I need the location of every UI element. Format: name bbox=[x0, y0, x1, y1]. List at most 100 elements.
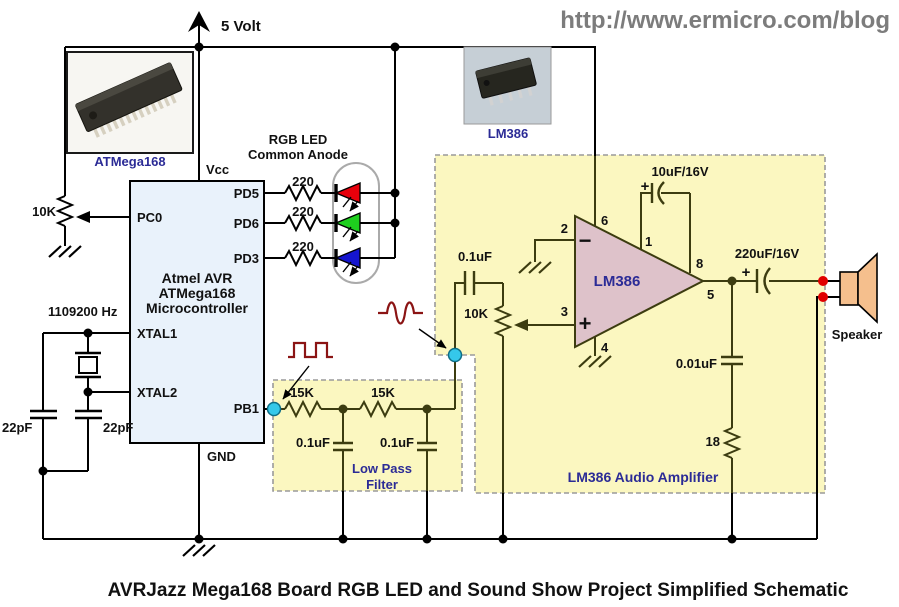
resistor-220-green bbox=[284, 213, 322, 233]
amp-photo-chip-edge bbox=[475, 57, 532, 79]
pin8-label: 8 bbox=[696, 256, 703, 271]
speaker-cone-icon bbox=[857, 252, 878, 324]
ground-icon-pot bbox=[48, 245, 82, 258]
led-red-icon bbox=[334, 181, 361, 205]
junction-dot bbox=[390, 218, 400, 228]
amp-photo-caption: LM386 bbox=[488, 126, 528, 141]
amp-box-label: LM386 Audio Amplifier bbox=[568, 469, 719, 485]
mcu-photo-pins bbox=[93, 94, 177, 138]
mcu-photo bbox=[66, 51, 194, 154]
pin-label-xtal2: XTAL2 bbox=[137, 385, 177, 400]
junction-dot bbox=[727, 534, 737, 544]
pin-label-pd5: PD5 bbox=[234, 186, 259, 201]
junction-dot bbox=[338, 404, 348, 414]
box-to-rail-wires bbox=[342, 491, 733, 539]
led-blue-emission-arrows bbox=[343, 261, 358, 276]
mcu-title-line2: ATMega168 bbox=[159, 285, 236, 301]
ground-icon-pin2 bbox=[518, 261, 552, 274]
schematic-caption: AVRJazz Mega168 Board RGB LED and Sound … bbox=[108, 580, 849, 601]
gain-cap-wires bbox=[640, 192, 691, 273]
junction-dot bbox=[83, 387, 93, 397]
speaker-body bbox=[839, 271, 859, 306]
junction-dot bbox=[194, 534, 204, 544]
pin2-ground-wire bbox=[534, 239, 575, 262]
cap-001uf-plates bbox=[721, 355, 743, 366]
rgb-led-title-line2: Common Anode bbox=[248, 147, 348, 162]
bypass-cap-label: 10uF/16V bbox=[651, 164, 708, 179]
pin5-label: 5 bbox=[707, 287, 714, 302]
resistor-18-zigzag bbox=[722, 427, 742, 459]
pin2-label: 2 bbox=[561, 221, 568, 236]
pc0-wiper-arrowhead bbox=[76, 211, 90, 223]
cap-10uf-curved-plate bbox=[657, 181, 665, 205]
zobel-resistor-label: 18 bbox=[706, 434, 720, 449]
junction-dot bbox=[83, 328, 93, 338]
lpf-cap2-plates bbox=[417, 441, 437, 452]
junction-dot bbox=[422, 404, 432, 414]
crystal-plates bbox=[75, 351, 101, 379]
amp-photo-pins bbox=[488, 86, 533, 106]
pin3-label: 3 bbox=[561, 304, 568, 319]
resistor-220-blue-label: 220 bbox=[292, 239, 314, 254]
pin-label-gnd: GND bbox=[207, 449, 236, 464]
led-green-emission-arrows bbox=[343, 226, 358, 241]
lpf-name-line2: Filter bbox=[366, 477, 398, 492]
low-pass-filter-box bbox=[272, 379, 463, 492]
supply-arrow-icon bbox=[188, 11, 210, 32]
pin4-label: 4 bbox=[601, 340, 609, 355]
pin6-label: 6 bbox=[601, 213, 608, 228]
zobel-cap-label: 0.01uF bbox=[676, 356, 717, 371]
volume-pot-label: 10K bbox=[464, 306, 488, 321]
lpf-cap-wires bbox=[342, 409, 428, 491]
resistor-15k-1 bbox=[284, 399, 322, 419]
bypass-cap-plus: + bbox=[641, 178, 650, 195]
volume-pot-zigzag bbox=[493, 305, 513, 337]
sine-wave-icon bbox=[378, 301, 423, 325]
mcu-photo-caption: ATMega168 bbox=[94, 154, 165, 169]
led-leads bbox=[322, 192, 395, 259]
lpf-c2-label: 0.1uF bbox=[380, 435, 414, 450]
filtered-signal-node bbox=[447, 347, 463, 363]
pin1-label: 1 bbox=[645, 234, 652, 249]
resistor-220-red bbox=[284, 183, 322, 203]
mcu-photo-chip-edge bbox=[75, 62, 174, 112]
amp-input-cap-label: 0.1uF bbox=[458, 249, 492, 264]
lpf-cap1-plates bbox=[333, 441, 353, 452]
resistor-220-green-label: 220 bbox=[292, 204, 314, 219]
ground-icon-rail bbox=[182, 544, 216, 557]
audio-amplifier-box bbox=[434, 154, 826, 494]
junction-dot bbox=[422, 534, 432, 544]
resistor-220-red-label: 220 bbox=[292, 174, 314, 189]
pin-label-pd6: PD6 bbox=[234, 216, 259, 231]
opamp-triangle bbox=[574, 214, 706, 349]
opamp-minus-mark: − bbox=[579, 228, 592, 253]
junction-dot bbox=[194, 42, 204, 52]
cap-22pf-right-label: 22pF bbox=[103, 420, 133, 435]
lpf-r1-label: 15K bbox=[290, 385, 314, 400]
volume-wiper-arrowhead bbox=[514, 319, 528, 331]
ground-icon-pin4 bbox=[578, 355, 612, 368]
resistor-220-blue bbox=[284, 248, 322, 268]
pin-label-pc0: PC0 bbox=[137, 210, 162, 225]
junction-dot bbox=[498, 534, 508, 544]
lpf-r2-label: 15K bbox=[371, 385, 395, 400]
amp-input-cap-plates bbox=[463, 271, 476, 295]
mcu-title-line1: Atmel AVR bbox=[162, 270, 233, 286]
pin-label-vcc: Vcc bbox=[206, 162, 229, 177]
sine-wave-pointer-arrow bbox=[418, 328, 447, 349]
pin-label-pd3: PD3 bbox=[234, 251, 259, 266]
output-cap-plus: + bbox=[742, 264, 751, 281]
mcu-box bbox=[129, 180, 265, 444]
resistor-15k-2 bbox=[359, 399, 397, 419]
supply-label: 5 Volt bbox=[221, 18, 261, 35]
led-blue-icon bbox=[334, 246, 361, 270]
pin-label-pb1: PB1 bbox=[234, 401, 259, 416]
cap-22pf-left bbox=[30, 409, 57, 420]
mcu-title-line3: Microcontroller bbox=[146, 300, 248, 316]
lpf-c1-label: 0.1uF bbox=[296, 435, 330, 450]
speaker-terminal-positive bbox=[818, 276, 828, 286]
junction-dot bbox=[390, 42, 400, 52]
pot-10k-zigzag bbox=[55, 195, 75, 227]
opamp-ic-label: LM386 bbox=[594, 273, 641, 290]
